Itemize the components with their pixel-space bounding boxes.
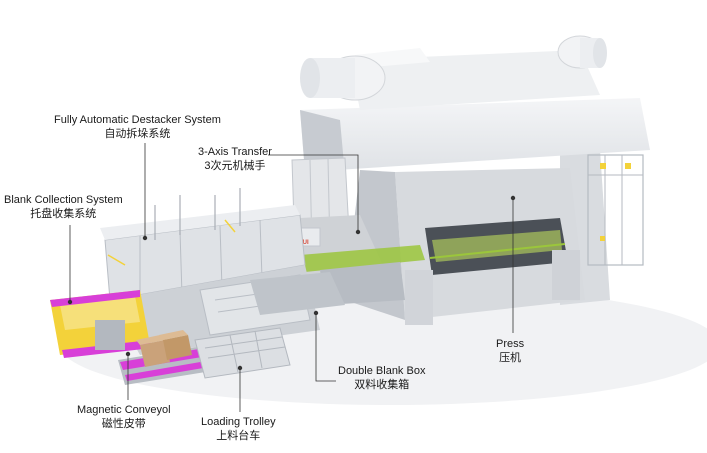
label-press-zh: 压机 — [499, 352, 522, 364]
label-trolley-zh: 上料台车 — [216, 430, 261, 442]
label-transfer-en: 3-Axis Transfer — [198, 146, 272, 158]
label-trolley-en: Loading Trolley — [201, 416, 276, 428]
label-magnetic-en: Magnetic Conveyol — [77, 404, 171, 416]
label-destacker-zh: 自动拆垛系统 — [104, 128, 171, 140]
label-double-blank: Double Blank Box 双料收集箱 — [338, 364, 425, 392]
label-destacker: Fully Automatic Destacker System 自动拆垛系统 — [54, 113, 221, 141]
leader-double-blank — [315, 313, 336, 382]
blank-collection-area — [50, 290, 152, 358]
leader-transfer — [268, 154, 359, 232]
label-double-blank-en: Double Blank Box — [338, 365, 426, 377]
loading-trolley — [136, 327, 291, 379]
leader-lines — [67, 143, 516, 412]
label-double-blank-zh: 双料收集箱 — [354, 379, 410, 391]
press-machine — [300, 35, 650, 325]
rear-fence — [587, 154, 644, 266]
label-press-en: Press — [496, 338, 525, 350]
label-magnetic-zh: 磁性皮带 — [101, 418, 146, 430]
label-transfer: 3-Axis Transfer 3次元机械手 — [198, 145, 272, 173]
label-blank-collection-zh: 托盘收集系统 — [30, 208, 97, 220]
label-blank-collection-en: Blank Collection System — [4, 194, 123, 206]
label-magnetic: Magnetic Conveyol 磁性皮带 — [77, 403, 171, 431]
label-blank-collection: Blank Collection System 托盘收集系统 — [4, 193, 123, 221]
label-destacker-en: Fully Automatic Destacker System — [54, 114, 221, 126]
label-trolley: Loading Trolley 上料台车 — [201, 415, 276, 443]
label-transfer-zh: 3次元机械手 — [204, 160, 266, 172]
destacker-frame — [100, 188, 345, 355]
label-press: Press 压机 — [496, 337, 524, 365]
